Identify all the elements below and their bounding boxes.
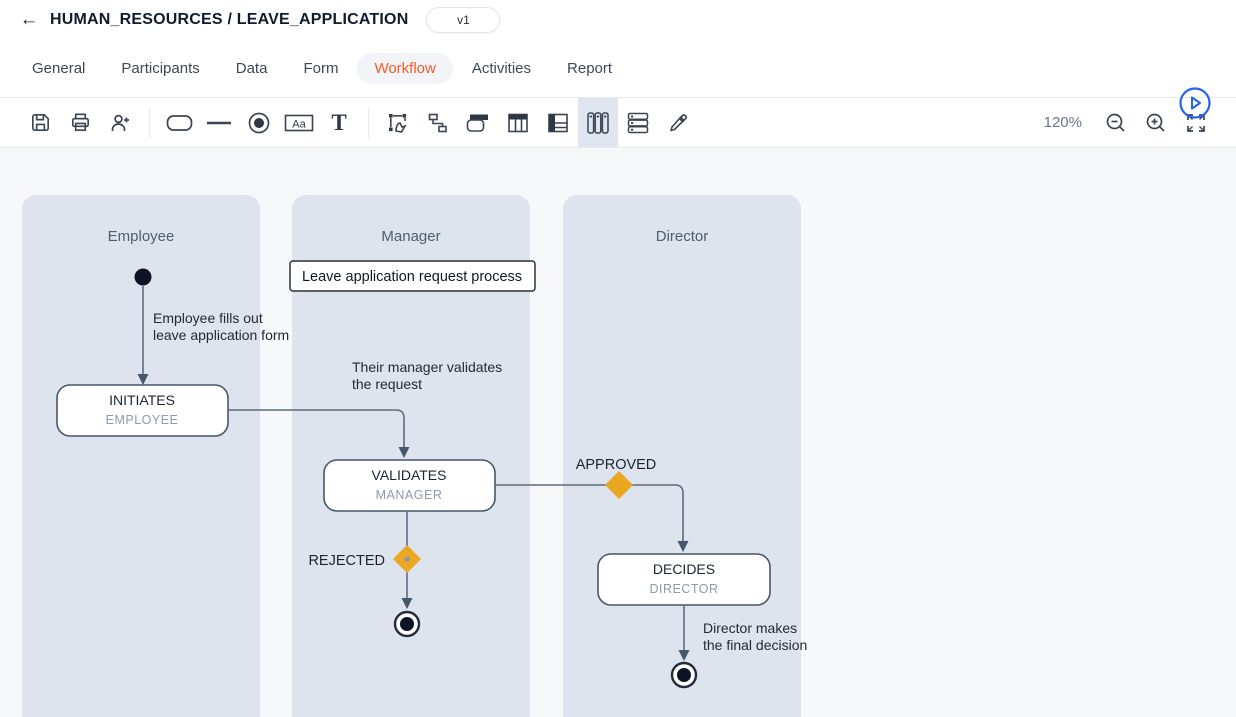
svg-text:EMPLOYEE: EMPLOYEE — [106, 413, 179, 427]
edge-label: leave application form — [153, 327, 289, 343]
edge-label: Their manager validates — [352, 359, 502, 375]
add-user-button[interactable] — [100, 98, 140, 147]
state-node-tool[interactable] — [239, 98, 279, 147]
edge-label: Director makes — [703, 620, 797, 636]
tab-participants[interactable]: Participants — [121, 60, 200, 77]
gateway-label-rejected: REJECTED — [308, 553, 385, 569]
eyedropper-tool[interactable] — [658, 98, 698, 147]
tab-general[interactable]: General — [32, 60, 86, 77]
toolbar-divider — [368, 107, 369, 138]
end-node-director[interactable] — [670, 661, 698, 689]
gateway-label-approved: APPROVED — [576, 457, 657, 473]
edge-initiates-to-validates[interactable] — [228, 409, 410, 458]
workflow-canvas[interactable]: Employee Manager Director Employee fills… — [0, 148, 1236, 717]
zoom-out-button[interactable] — [1096, 98, 1136, 147]
workflow-diagram: Employee fills out leave application for… — [56, 260, 807, 689]
save-button[interactable] — [20, 98, 60, 147]
svg-text:DECIDES: DECIDES — [653, 561, 715, 577]
text-tool[interactable]: T — [319, 98, 359, 147]
back-button[interactable]: ← — [16, 7, 42, 33]
svg-text:Aa: Aa — [292, 118, 306, 130]
connector-tool[interactable] — [418, 98, 458, 147]
zoom-in-button[interactable] — [1136, 98, 1176, 147]
swimlane-director[interactable]: Director — [563, 195, 801, 717]
edge-label: the final decision — [703, 637, 807, 653]
breadcrumb: HUMAN_RESOURCES / LEAVE_APPLICATION — [50, 11, 409, 28]
svg-text:Leave application request proc: Leave application request process — [302, 269, 522, 285]
gateway-anchor-dot — [404, 556, 410, 562]
toolbar-divider — [149, 107, 150, 138]
end-node-manager[interactable] — [393, 610, 421, 638]
node-decides[interactable]: DECIDES DIRECTOR — [597, 553, 771, 606]
edge-start-to-initiates[interactable] — [137, 286, 149, 385]
vertical-lanes-tool[interactable] — [578, 98, 618, 147]
edge-label: Employee fills out — [153, 310, 263, 326]
edge-validates-to-decides[interactable] — [495, 484, 689, 552]
group-shape-tool[interactable] — [458, 98, 498, 147]
diagram-toolbar: Aa T — [0, 97, 1236, 148]
tab-report[interactable]: Report — [567, 60, 613, 77]
lane-title: Employee — [107, 228, 175, 245]
node-initiates[interactable]: INITIATES EMPLOYEE — [56, 384, 229, 437]
tab-data[interactable]: Data — [235, 60, 268, 77]
tab-workflow[interactable]: Workflow — [357, 53, 453, 84]
lane-title: Director — [655, 228, 709, 245]
tab-form[interactable]: Form — [303, 60, 339, 77]
tab-bar: General Participants Data Form Workflow … — [0, 40, 1236, 119]
line-tool[interactable] — [199, 98, 239, 147]
label-tool[interactable]: Aa — [279, 98, 319, 147]
table-sidebar-tool[interactable] — [538, 98, 578, 147]
svg-text:MANAGER: MANAGER — [376, 488, 443, 502]
print-button[interactable] — [60, 98, 100, 147]
svg-text:INITIATES: INITIATES — [109, 392, 175, 408]
node-validates[interactable]: VALIDATES MANAGER — [323, 459, 496, 512]
play-icon — [1178, 87, 1212, 123]
stacked-rows-tool[interactable] — [618, 98, 658, 147]
rounded-rectangle-tool[interactable] — [159, 98, 199, 147]
process-note[interactable]: Leave application request process — [289, 260, 536, 292]
tab-activities[interactable]: Activities — [471, 60, 532, 77]
gateway-approved[interactable] — [605, 471, 633, 499]
edge-label: the request — [352, 376, 422, 392]
table-columns-tool[interactable] — [498, 98, 538, 147]
start-node[interactable] — [134, 268, 152, 286]
svg-text:VALIDATES: VALIDATES — [372, 467, 447, 483]
transform-select-tool[interactable] — [378, 98, 418, 147]
run-workflow-button[interactable] — [1178, 86, 1212, 120]
app-header: ← HUMAN_RESOURCES / LEAVE_APPLICATION v1 — [0, 0, 1236, 40]
zoom-level: 120% — [1043, 114, 1082, 131]
lane-title: Manager — [381, 228, 441, 245]
svg-text:DIRECTOR: DIRECTOR — [649, 582, 718, 596]
version-badge[interactable]: v1 — [426, 7, 501, 33]
edge-decides-to-end[interactable] — [678, 605, 690, 661]
